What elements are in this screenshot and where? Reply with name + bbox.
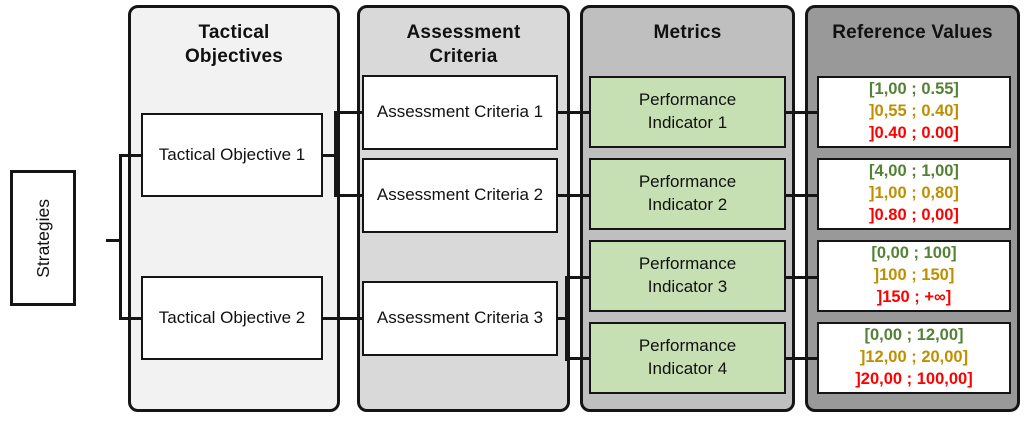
strategies-box: Strategies: [10, 170, 76, 306]
connector-criteria1-indicator1: [556, 110, 591, 114]
reference-3-bad-range: ]150 ; +∞]: [876, 287, 952, 306]
reference-3-warn-range: ]100 ; 150]: [873, 266, 955, 285]
performance-indicator-4-box: Performance Indicator 4: [589, 322, 786, 394]
reference-2-bad-range: ]0.80 ; 0,00]: [869, 205, 959, 224]
connector-to-indicator3: [566, 275, 591, 279]
reference-2-good-range: [4,00 ; 1,00]: [869, 162, 959, 181]
connector-criteria2-indicator2: [556, 193, 591, 197]
connector-objective2-criteria3: [321, 316, 364, 320]
reference-1-bad-range: ]0.40 ; 0.00]: [869, 123, 959, 142]
connector-to-criteria2: [335, 193, 364, 197]
connector-to-objective2: [120, 316, 143, 320]
reference-4-warn-range: ]12,00 ; 20,00]: [859, 348, 969, 367]
connector-to-objective1: [120, 153, 143, 157]
reference-values-1-box: [1,00 ; 0.55] ]0,55 ; 0.40] ]0.40 ; 0.00…: [817, 76, 1011, 148]
reference-3-good-range: [0,00 ; 100]: [871, 244, 957, 263]
connector-indicator2-reference2: [784, 193, 819, 197]
tactical-objective-2-box: Tactical Objective 2: [141, 276, 323, 360]
reference-1-good-range: [1,00 ; 0.55]: [869, 80, 959, 99]
connector-criteria3-out: [556, 316, 567, 320]
connector-to-criteria1: [335, 110, 364, 114]
performance-indicator-1-box: Performance Indicator 1: [589, 76, 786, 148]
reference-values-2-box: [4,00 ; 1,00] ]1,00 ; 0,80] ]0.80 ; 0,00…: [817, 158, 1011, 230]
panel-title-assessment-criteria: Assessment Criteria: [406, 22, 521, 68]
connector-left-branch-vertical: [118, 153, 122, 320]
performance-indicator-3-box: Performance Indicator 3: [589, 240, 786, 312]
reference-4-bad-range: ]20,00 ; 100,00]: [855, 369, 973, 388]
strategies-label: Strategies: [32, 198, 53, 278]
reference-1-warn-range: ]0,55 ; 0.40]: [869, 102, 959, 121]
tactical-objective-1-box: Tactical Objective 1: [141, 113, 323, 197]
panel-title-tactical-objectives: Tactical Objectives: [184, 22, 284, 68]
connector-indicator4-reference4: [784, 356, 819, 360]
assessment-criteria-3-box: Assessment Criteria 3: [362, 281, 558, 356]
performance-indicator-2-box: Performance Indicator 2: [589, 158, 786, 230]
reference-values-3-box: [0,00 ; 100] ]100 ; 150] ]150 ; +∞]: [817, 240, 1011, 312]
connector-objective1-branch-vertical: [333, 110, 337, 197]
assessment-criteria-2-box: Assessment Criteria 2: [362, 158, 558, 233]
connector-criteria3-branch-vertical: [564, 275, 568, 361]
connector-to-indicator4: [566, 356, 591, 360]
assessment-criteria-1-box: Assessment Criteria 1: [362, 75, 558, 150]
reference-2-warn-range: ]1,00 ; 0,80]: [869, 184, 959, 203]
reference-4-good-range: [0,00 ; 12,00]: [864, 326, 964, 345]
panel-title-metrics: Metrics: [653, 22, 722, 43]
connector-objective1-out: [321, 153, 336, 157]
connector-strategies-stub: [106, 238, 121, 242]
reference-values-4-box: [0,00 ; 12,00] ]12,00 ; 20,00] ]20,00 ; …: [817, 322, 1011, 394]
connector-indicator3-reference3: [784, 275, 819, 279]
panel-title-reference-values: Reference Values: [832, 22, 993, 43]
connector-indicator1-reference1: [784, 110, 819, 114]
